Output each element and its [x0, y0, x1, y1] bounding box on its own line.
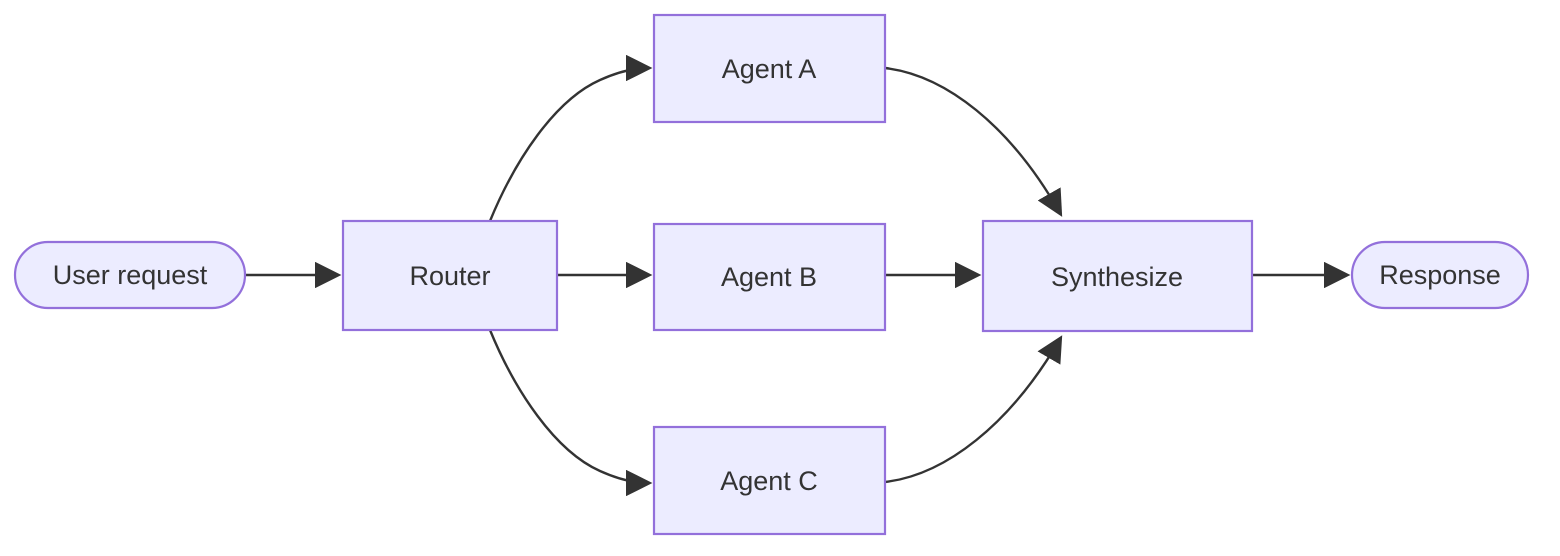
node-agent-c: Agent C — [652, 425, 887, 536]
node-router-label: Router — [409, 261, 490, 291]
node-agent-a: Agent A — [652, 13, 887, 124]
node-agent-c-shape — [652, 425, 887, 536]
node-agent-b-shape — [652, 222, 887, 332]
edge-router-agent-c — [488, 329, 653, 497]
node-response-shape — [1350, 240, 1530, 310]
node-user-request-shape — [13, 240, 247, 310]
node-synthesize-shape — [981, 219, 1254, 333]
node-synthesize: Synthesize — [981, 219, 1254, 333]
nodes-layer: User request Router Agent A Agent B Agen… — [13, 13, 1530, 536]
node-router: Router — [341, 219, 559, 332]
node-agent-b: Agent B — [652, 222, 887, 332]
edge-router-agent-a — [488, 54, 653, 222]
edge-agent-c-synthesize — [884, 335, 1063, 484]
edge-agent-a-synthesize — [884, 66, 1063, 217]
edges-layer — [245, 54, 1351, 497]
node-router-shape — [341, 219, 559, 332]
node-agent-b-label: Agent B — [721, 262, 817, 292]
node-user-request: User request — [13, 240, 247, 310]
node-agent-a-label: Agent A — [722, 54, 817, 84]
node-agent-c-label: Agent C — [720, 466, 818, 496]
node-user-request-label: User request — [53, 260, 208, 290]
node-synthesize-label: Synthesize — [1051, 262, 1183, 292]
node-response: Response — [1350, 240, 1530, 310]
node-response-label: Response — [1379, 260, 1501, 290]
node-agent-a-shape — [652, 13, 887, 124]
